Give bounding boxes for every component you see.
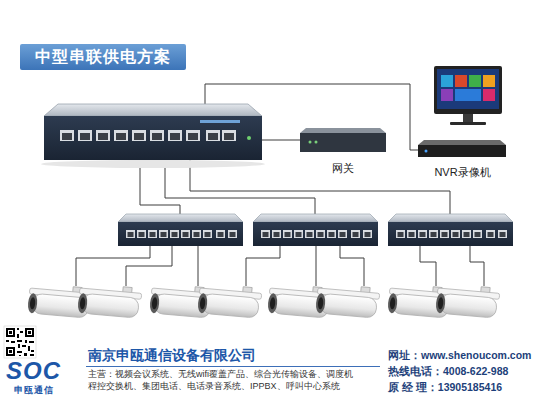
manager-phone: 原 经 理：13905185416 — [388, 381, 502, 394]
qr-code — [4, 326, 36, 358]
device-caption: NVR录像机 — [429, 161, 496, 181]
footer-divider — [86, 366, 380, 367]
device-caption: 网关 — [327, 157, 359, 177]
cascade-switch — [118, 214, 513, 246]
nvr-monitor — [418, 66, 506, 157]
device-label: 网关 — [332, 161, 354, 175]
company-name: 南京申瓯通信设备有限公司 — [88, 346, 256, 364]
logo-text: SOC — [6, 358, 61, 384]
main-switch — [41, 104, 265, 168]
business-scope: 主营：视频会议系统、无线wifi覆盖产品、综合光传输设备、调度机 程控交换机、集… — [88, 369, 378, 392]
footer-band: 南京申瓯通信设备有限公司主营：视频会议系统、无线wifi覆盖产品、综合光传输设备… — [0, 343, 538, 400]
bullet-camera — [27, 283, 500, 318]
website: 网址：www.shenoucom.com — [388, 349, 531, 362]
gateway-device — [300, 128, 386, 152]
title-text: 中型串联供电方案 — [35, 47, 171, 68]
device-label: NVR录像机 — [434, 165, 490, 179]
title-banner: 中型串联供电方案 — [20, 44, 186, 70]
hotline: 热线电话：4008-622-988 — [388, 365, 508, 378]
banner-ground — [20, 44, 186, 70]
logo-subtext: 申瓯通信 — [14, 386, 54, 396]
